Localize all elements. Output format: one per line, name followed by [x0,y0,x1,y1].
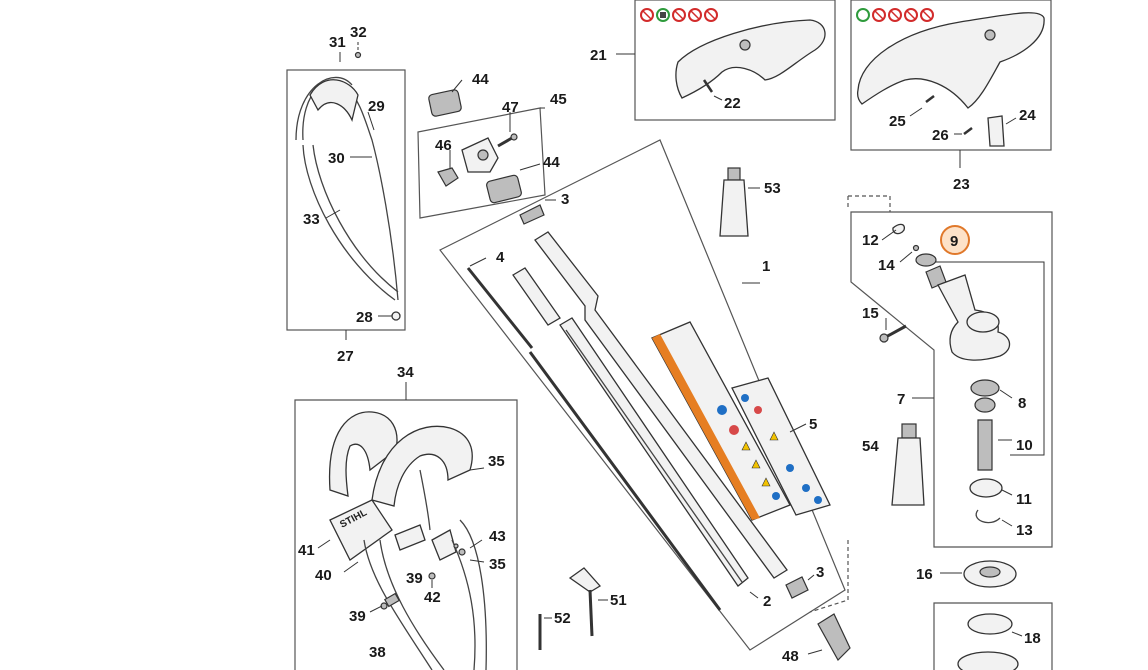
callout-8: 8 [1018,395,1026,412]
callout-44-bottom: 44 [543,154,560,171]
callout-22: 22 [724,95,741,112]
warning-label-5 [651,321,791,521]
callout-33: 33 [303,211,320,228]
callout-27: 27 [337,348,354,365]
clamp-group-box [417,107,546,219]
callout-32: 32 [350,24,367,41]
callout-39-left: 39 [349,608,366,625]
callout-3-bottom: 3 [816,564,824,581]
callout-26: 26 [932,127,949,144]
callout-54: 54 [862,438,879,455]
callout-41: 41 [298,542,315,559]
deflector-guard-21 [675,19,826,99]
callout-15: 15 [862,305,879,322]
callout-12: 12 [862,232,879,249]
callout-29: 29 [368,98,385,115]
callout-3-top: 3 [561,191,569,208]
callout-35-bottom: 35 [489,556,506,573]
callout-51: 51 [610,592,627,609]
callout-43: 43 [489,528,506,545]
cap-48: 48 [782,613,851,665]
callout-48: 48 [782,648,799,665]
guard-group-23: 24 25 26 23 [850,0,1052,193]
gear-head-dashed-outline [809,195,891,613]
callout-10: 10 [1016,437,1033,454]
callout-4: 4 [496,249,505,266]
callout-7: 7 [897,391,905,408]
callout-46: 46 [435,137,452,154]
clamp-group-45: 44 45 47 46 44 [417,71,567,219]
callout-23: 23 [953,176,970,193]
callout-28: 28 [356,309,373,326]
callout-53: 53 [764,180,781,197]
callout-39-right: 39 [406,570,423,587]
callout-24: 24 [1019,107,1036,124]
approved-icon [856,8,870,22]
grease-tube-54: 54 [862,423,925,506]
callout-38: 38 [369,644,386,661]
callout-16: 16 [916,566,933,583]
callout-21: 21 [590,47,607,64]
callout-42: 42 [424,589,441,606]
callout-52: 52 [554,610,571,627]
callout-25: 25 [889,113,906,130]
highlighted-part-9[interactable] [940,225,970,255]
guard-23-box [850,0,1052,151]
screwdriver-52: 52 [538,610,571,650]
callout-11: 11 [1016,491,1032,508]
guard-group-21: 21 22 [590,0,836,121]
tube-liner [559,317,749,587]
callout-13: 13 [1016,522,1033,539]
harness-group-34: STIHL 34 35 43 35 41 40 39 42 39 38 [294,364,518,670]
grease-tube-53: 53 [719,167,781,237]
strap-group-27: 31 32 29 30 33 28 27 [286,24,406,365]
callout-5: 5 [809,416,817,433]
parts-group-18: 18 [933,602,1053,670]
callout-35-top: 35 [488,453,505,470]
drive-tube [534,231,788,579]
harness-hip-pad [329,499,393,561]
tube-group-box [439,139,846,651]
callout-44-top: 44 [472,71,489,88]
callout-1: 1 [762,258,770,275]
gear-head-box [850,211,1053,548]
callout-18: 18 [1024,630,1041,647]
combination-wrench-51: 51 [568,567,627,637]
callout-34: 34 [397,364,414,381]
guard-23-signs [856,8,934,22]
callout-45: 45 [550,91,567,108]
callout-31: 31 [329,34,346,51]
callout-40: 40 [315,567,332,584]
callout-14: 14 [878,257,895,274]
warning-label-5b [731,377,831,516]
guard-21-box [634,0,836,121]
deflector-guard-23 [856,12,1045,109]
callout-2: 2 [763,593,771,610]
thrust-plate-16: 16 [916,560,1017,588]
guard-21-signs [640,8,718,22]
callout-9[interactable]: 9 [950,233,958,250]
gear-head-group-7: 12 14 9 15 7 8 10 11 13 [809,195,1053,613]
drive-tube-group-1: 1 2 3 3 4 5 [439,139,846,651]
callout-30: 30 [328,150,345,167]
callout-47: 47 [502,99,519,116]
